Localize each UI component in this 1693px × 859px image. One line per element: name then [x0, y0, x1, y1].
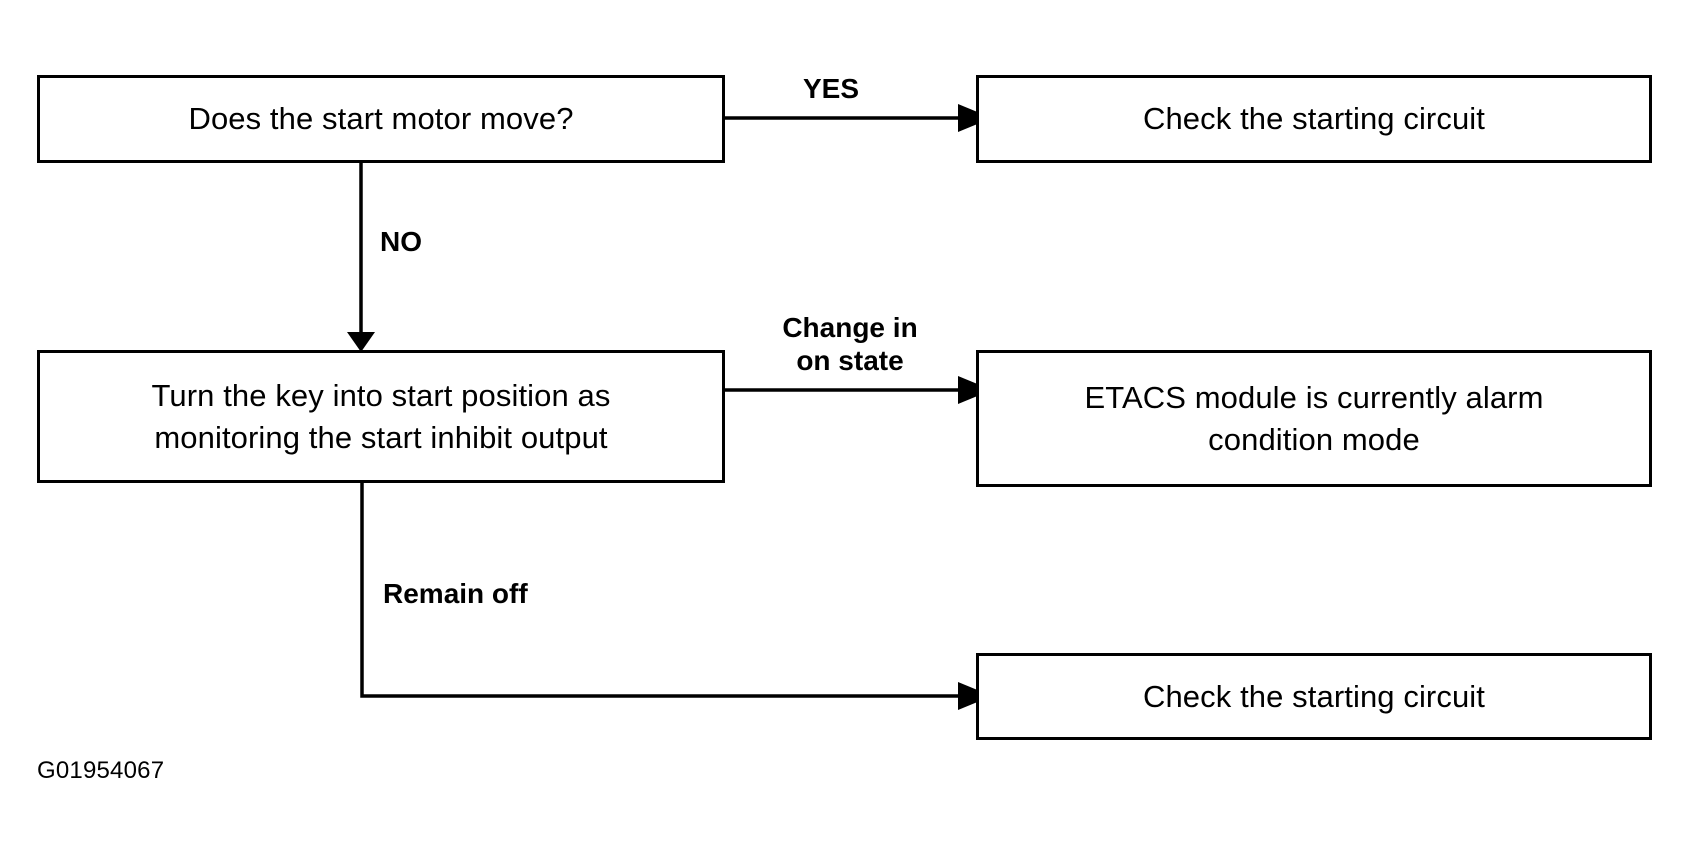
node-label: ETACS module is currently alarm conditio…: [1084, 379, 1544, 457]
node-start-motor-question[interactable]: Does the start motor move?: [37, 75, 725, 163]
connector-no: [347, 162, 375, 352]
node-label: Does the start motor move?: [188, 101, 574, 137]
edge-label-no: NO: [380, 226, 422, 257]
node-check-starting-circuit-remain-off[interactable]: Check the starting circuit: [976, 653, 1652, 740]
edge-label-change-in-on-state: Change in on state: [782, 312, 918, 377]
edge-label-remain-off: Remain off: [383, 578, 528, 609]
node-etacs-alarm-condition[interactable]: ETACS module is currently alarm conditio…: [976, 350, 1652, 487]
node-label: Turn the key into start position as moni…: [151, 377, 611, 455]
edge-label-yes: YES: [803, 73, 860, 104]
node-label: Check the starting circuit: [1142, 678, 1485, 714]
node-check-starting-circuit-yes[interactable]: Check the starting circuit: [976, 75, 1652, 163]
connector-yes: [725, 104, 992, 132]
connector-change-in-on-state: [725, 376, 992, 404]
figure-caption: G01954067: [37, 757, 165, 784]
node-turn-key-start-position[interactable]: Turn the key into start position as moni…: [37, 350, 725, 483]
node-label: Check the starting circuit: [1142, 101, 1485, 137]
